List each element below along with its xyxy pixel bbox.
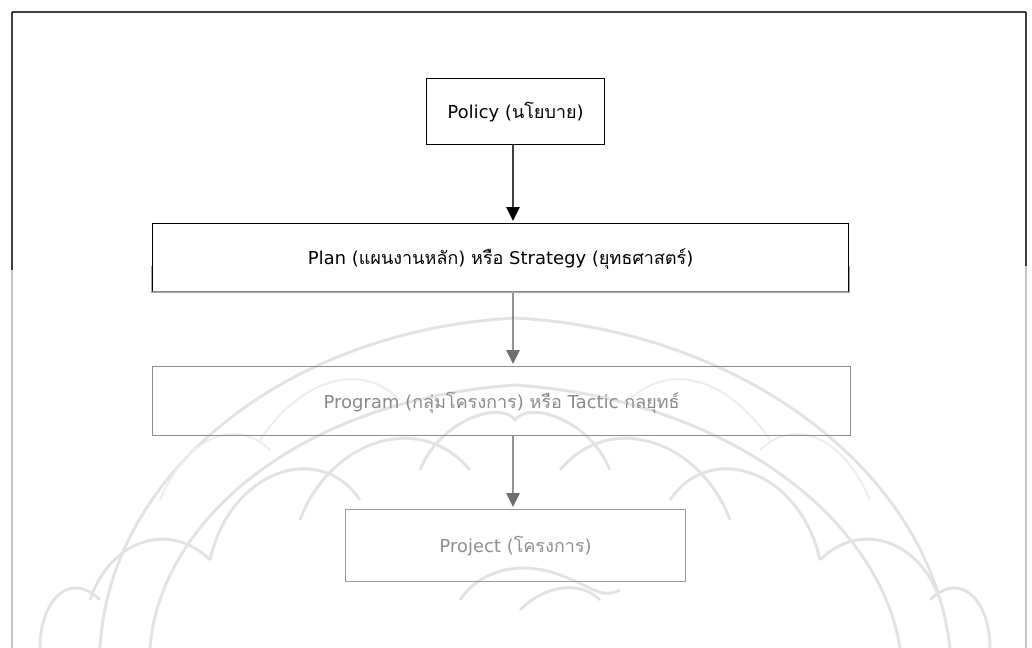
project-node: Project (โครงการ) [345,509,686,582]
program-tactic-node-label: Program (กลุ่มโครงการ) หรือ Tactic กลยุท… [323,391,680,413]
policy-node: Policy (นโยบาย) [426,78,605,145]
policy-node-label: Policy (นโยบาย) [447,102,584,123]
plan-strategy-node-label: Plan (แผนงานหลัก) หรือ Strategy (ยุทธศาส… [307,248,694,269]
project-node-label: Project (โครงการ) [439,536,592,557]
program-tactic-node: Program (กลุ่มโครงการ) หรือ Tactic กลยุท… [152,366,851,436]
plan-strategy-node: Plan (แผนงานหลัก) หรือ Strategy (ยุทธศาส… [151,223,850,293]
